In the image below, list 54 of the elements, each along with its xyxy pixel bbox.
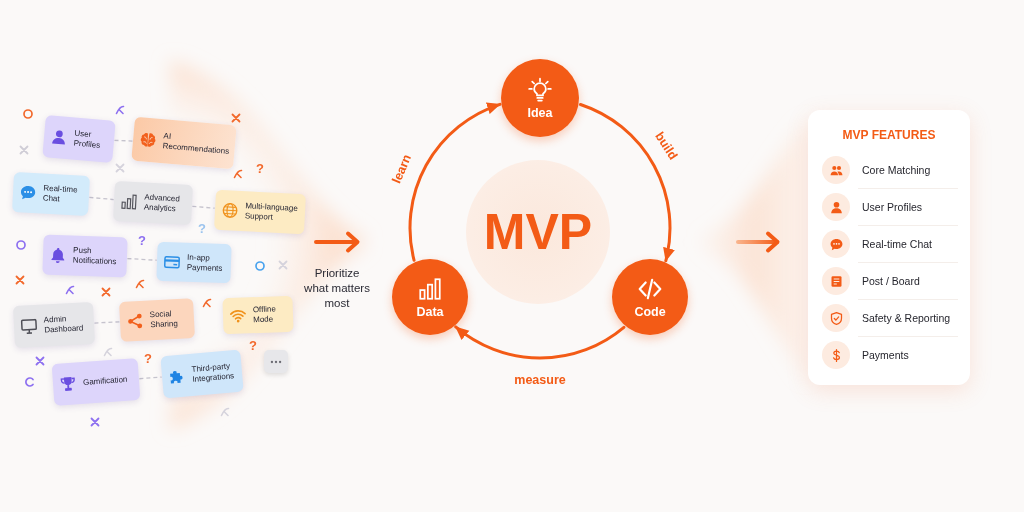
feature-label: Offline Mode (252, 304, 277, 326)
question-mark: ? (138, 233, 146, 247)
feature-item: Post / Board (862, 274, 920, 288)
feature-label: Gamification (82, 374, 128, 388)
feature-card (51, 358, 141, 406)
feature-label: In-app Payments (186, 252, 224, 274)
question-mark: ? (144, 351, 152, 365)
feature-item: User Profiles (862, 200, 923, 214)
dashed-connector (88, 196, 115, 201)
dashed-connector (138, 376, 163, 380)
feature-card (42, 115, 116, 163)
question-mark: ? (198, 221, 206, 235)
stage-label: Code (634, 305, 666, 319)
dashed-connector (113, 139, 134, 142)
feature-label: Social Sharing (149, 308, 179, 331)
feature-card (222, 295, 294, 335)
feature-label: AI Recommendations (162, 131, 231, 157)
feature-card (12, 172, 90, 216)
features-panel (808, 110, 970, 385)
edge-label: measure (514, 373, 566, 387)
edge-label: learn (390, 153, 414, 186)
feature-item: Core Matching (862, 163, 931, 177)
feature-label: Advanced Analytics (143, 192, 182, 215)
question-mark: ? (256, 161, 264, 175)
feature-card (42, 234, 128, 278)
stage-circle (392, 259, 468, 335)
more-icon (264, 350, 288, 373)
stage-circle (612, 259, 688, 335)
feature-card (119, 298, 195, 342)
cycle-arrow (579, 102, 675, 263)
stage-label: Data (416, 305, 444, 319)
feature-label: Third-party Integrations (191, 361, 236, 385)
cycle-arrow (408, 102, 502, 262)
feature-card (113, 181, 193, 225)
feature-label: Real-time Chat (42, 183, 79, 206)
dashed-connector (93, 321, 121, 324)
stage-circle (501, 59, 579, 137)
dashed-connector (126, 257, 158, 261)
panel-heading: MVP FEATURES (842, 128, 936, 142)
hub-title: MVP (483, 207, 593, 257)
cycle-arrow (454, 325, 626, 360)
question-mark: ? (249, 338, 257, 352)
stage-label: Idea (527, 106, 553, 120)
feature-label: User Profiles (73, 128, 102, 152)
note-text: Prioritize what matters most (303, 266, 371, 311)
feature-item: Payments (862, 348, 909, 362)
feature-card (156, 241, 232, 284)
feature-label: Admin Dashboard (43, 313, 85, 336)
feature-label: Push Notifications (72, 245, 118, 268)
feature-item: Safety & Reporting (862, 311, 951, 325)
feature-label: Multi-language Support (244, 201, 299, 224)
feature-card (12, 301, 96, 349)
dashed-connector (191, 205, 216, 209)
feature-item: Real-time Chat (862, 237, 933, 251)
